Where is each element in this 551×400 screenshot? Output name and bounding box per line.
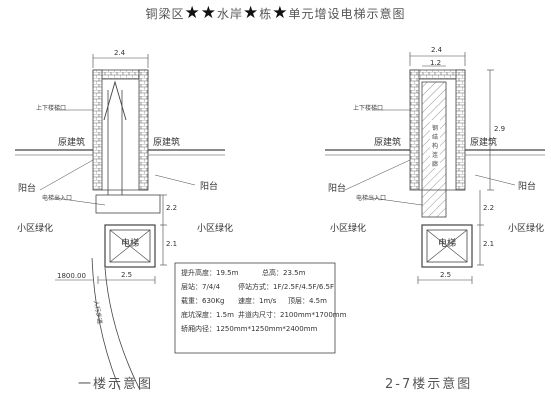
f2-dim-top: 2.4 — [431, 46, 443, 54]
f2-dim-right-lower: 2.1 — [483, 240, 495, 248]
spec-stop-mode: 停站方式：1F/2.5F/4.5F/6.5F — [238, 283, 335, 291]
f1-label-entrance: 电梯出入口 — [42, 195, 73, 202]
f1-label-balcony-left: 阳台 — [18, 184, 37, 194]
spec-lift-height: 提升高度：19.5m — [181, 269, 239, 277]
f1-dim-bottom: 2.5 — [121, 271, 133, 279]
f2-dim-inner: 1.2 — [430, 59, 442, 67]
spec-shaft-size: 井道内尺寸：2100mm*1700mm — [238, 311, 347, 319]
f2-dim-right-upper: 2.9 — [494, 125, 506, 133]
spec-top-floor: 顶层：4.5m — [288, 297, 327, 305]
f2-dim-bottom: 2.5 — [440, 271, 452, 279]
f1-label-original-right: 原建筑 — [153, 138, 181, 148]
f2-label-green-left: 小区绿化 — [330, 224, 367, 234]
f1-label-balcony-right: 阳台 — [200, 182, 219, 192]
spec-car-size: 轿厢内径：1250mm*1250mm*2400mm — [181, 325, 318, 333]
f1-dim-right-lower: 2.1 — [166, 240, 178, 248]
f2-label-entrance: 电梯出入口 — [356, 195, 387, 202]
f2-label-original-left: 原建筑 — [374, 138, 402, 148]
floor1-plan — [15, 54, 225, 391]
spec-box — [174, 262, 336, 354]
spec-load: 载重：630Kg — [181, 297, 225, 305]
f1-label-green-right: 小区绿化 — [197, 224, 234, 234]
f2-dim-right-mid: 2.2 — [483, 204, 495, 212]
f1-caption: 一楼示意图 — [78, 377, 154, 392]
f2-label-elevator: 电梯 — [438, 239, 457, 249]
f1-label-well: 上下楼梯口 — [36, 105, 67, 112]
f2-label-well: 上下楼梯口 — [353, 105, 384, 112]
f1-dim-right-upper: 2.2 — [166, 204, 178, 212]
f2-label-corridor: 钢结构连廊 — [431, 125, 438, 168]
f1-dim-top: 2.4 — [114, 49, 126, 57]
f1-label-original-left: 原建筑 — [58, 138, 86, 148]
floor2-plan — [325, 52, 545, 284]
spec-pit-depth: 底坑深度：1.5m — [181, 311, 234, 319]
f2-label-green-right: 小区绿化 — [508, 224, 545, 234]
spec-total-height: 总高：23.5m — [262, 269, 306, 277]
spec-stops: 层站：7/4/4 — [181, 283, 221, 291]
spec-speed: 速度：1m/s — [238, 297, 277, 305]
f2-label-balcony-left: 阳台 — [328, 184, 347, 194]
page-title: 铜梁区★★水岸★栋★单元增设电梯示意图 — [145, 3, 406, 23]
f2-caption: 2-7楼示意图 — [385, 377, 473, 392]
f1-dim-left: 1800.00 — [57, 272, 86, 280]
f1-label-elevator: 电梯 — [121, 239, 140, 249]
f2-label-balcony-right: 阳台 — [518, 182, 537, 192]
f2-label-original-right: 原建筑 — [470, 138, 498, 148]
f1-label-green-left: 小区绿化 — [17, 224, 54, 234]
